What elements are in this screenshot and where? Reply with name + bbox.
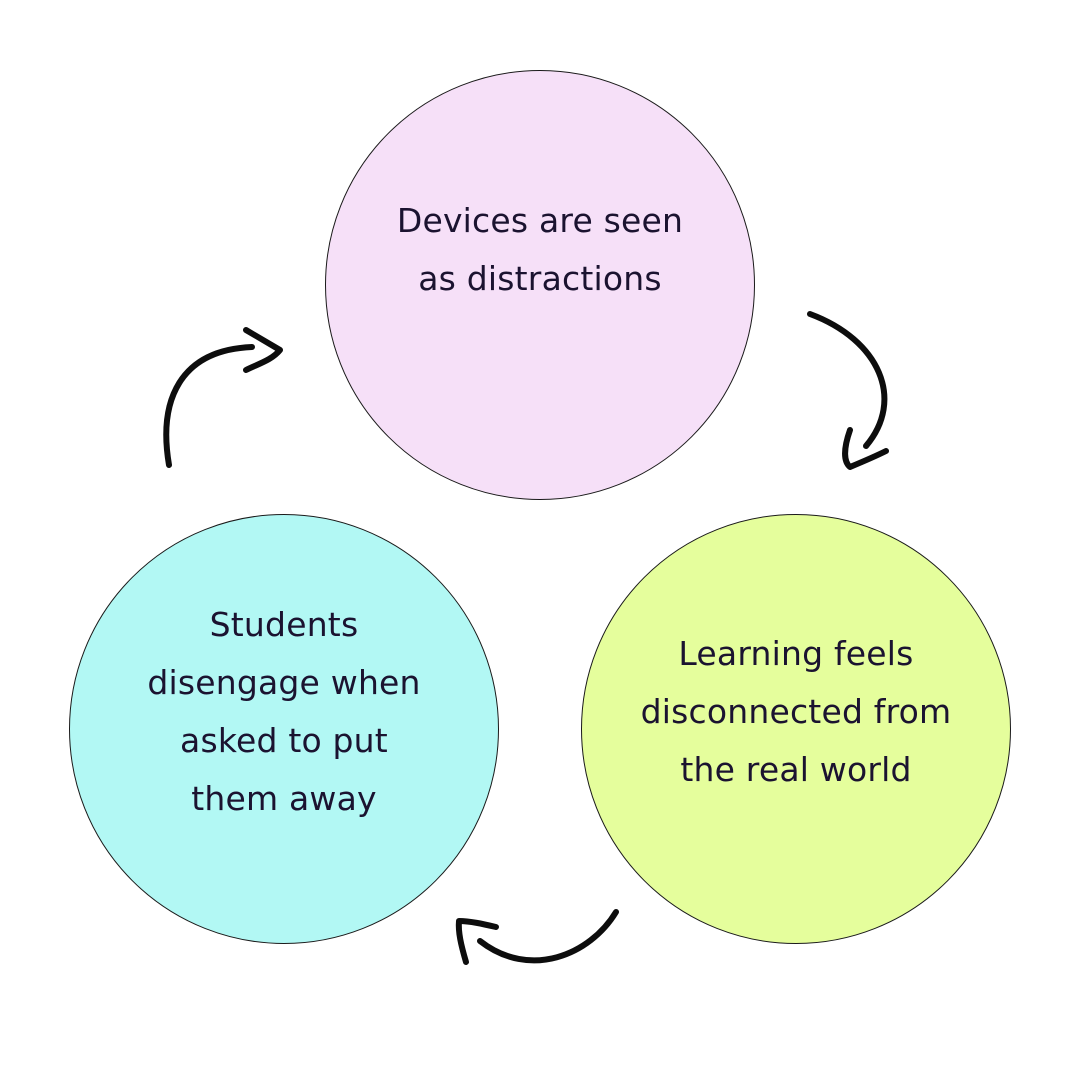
node-label: Devices are seen as distractions [396,201,684,298]
arrow-shaft [807,311,888,449]
arrow-top-to-right [807,311,889,470]
arrow-shaft [477,909,619,964]
node-label: Learning feels disconnected from the rea… [640,634,952,789]
node-learning-disconnected: Learning feels disconnected from the rea… [581,514,1011,944]
arrow-head-icon [243,327,283,373]
node-devices-distractions: Devices are seen as distractions [325,70,755,500]
node-label: Students disengage when asked to put the… [147,605,421,818]
arrow-left-to-top [163,327,283,468]
arrow-right-to-left [455,909,619,965]
node-students-disengage: Students disengage when asked to put the… [69,514,499,944]
arrow-head-icon [842,427,889,470]
arrow-shaft [163,344,255,468]
arrow-head-icon [455,918,499,965]
